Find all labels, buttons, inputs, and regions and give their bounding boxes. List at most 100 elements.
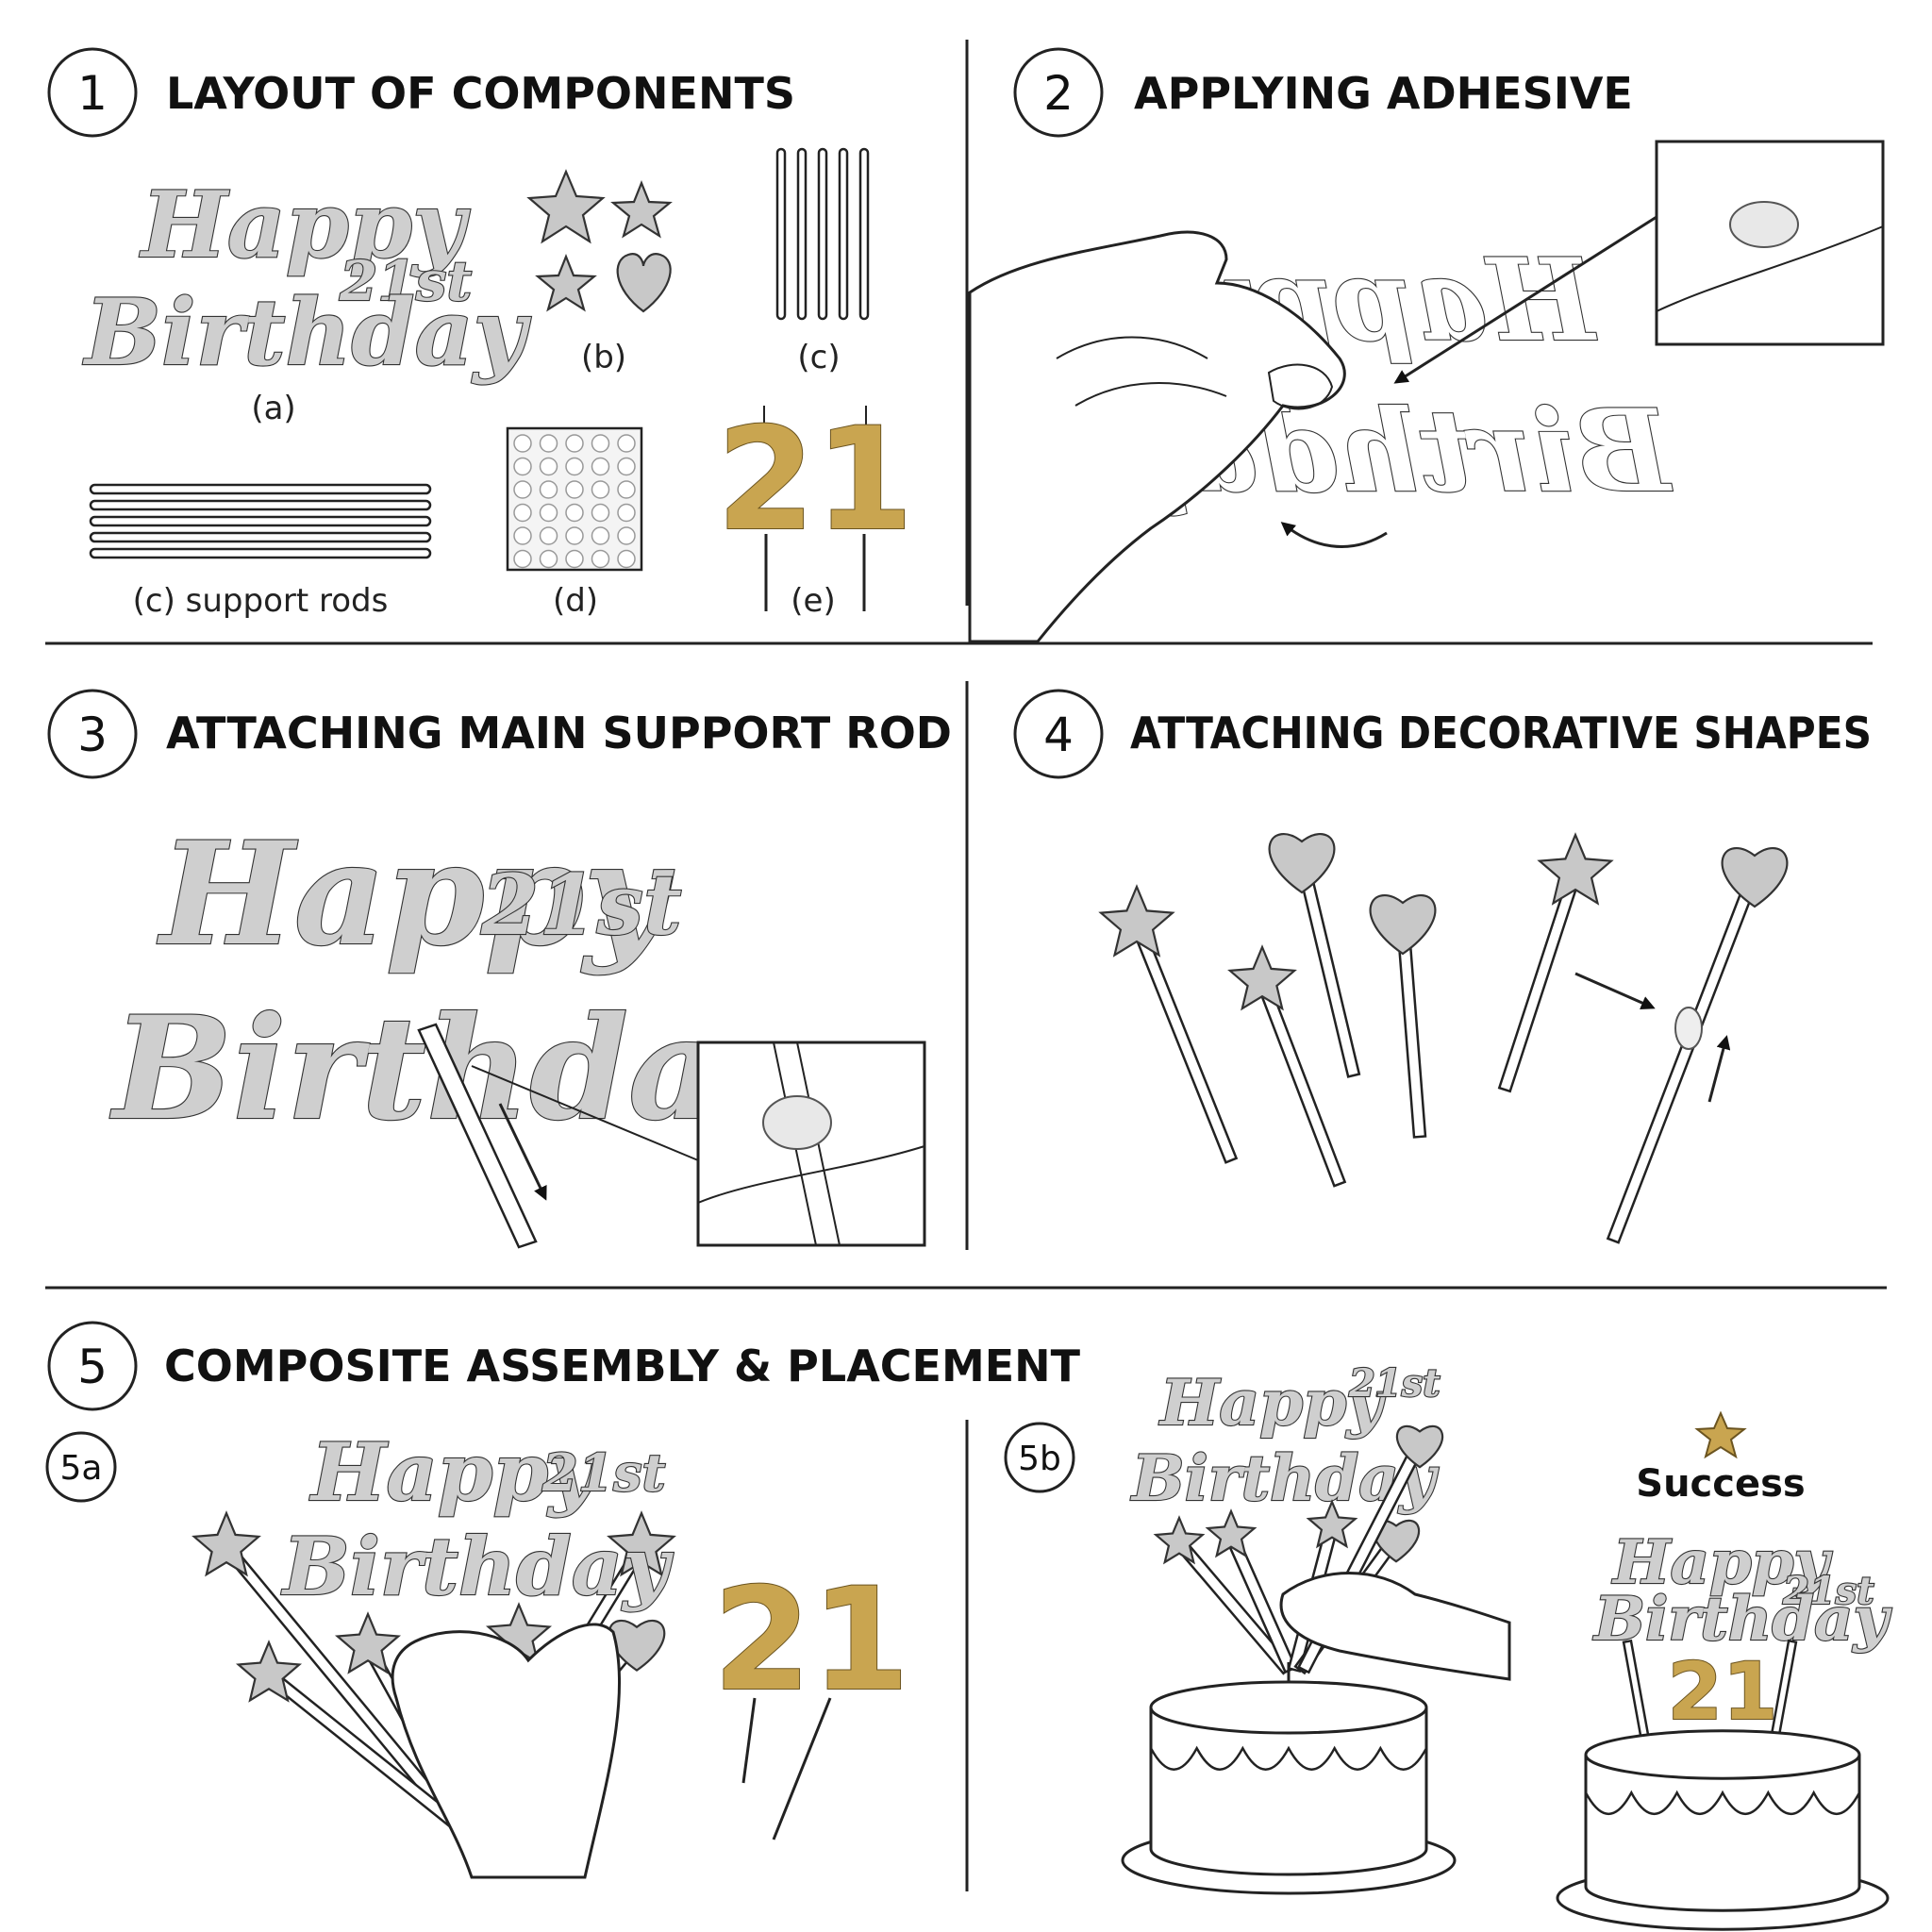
- step-3-illustration: Happy 21st Birthday: [108, 810, 926, 1249]
- adhesive-dot: [617, 480, 636, 499]
- star-shape: [535, 254, 597, 312]
- substep-5b-circle: [1004, 1422, 1075, 1493]
- step-1-header: 1 LAYOUT OF COMPONENTS: [47, 47, 795, 138]
- star-shape: [1098, 884, 1175, 958]
- topper-age-large: 21st: [480, 856, 682, 954]
- substep-5b-text: 5b: [1018, 1440, 1061, 1478]
- support-rod: [89, 515, 432, 527]
- cake: [1121, 1680, 1457, 1895]
- support-rod: [817, 147, 828, 321]
- step-3-header: 3 ATTACHING MAIN SUPPORT ROD: [47, 689, 952, 779]
- shape-stick: [1622, 1639, 1652, 1748]
- adhesive-dot: [617, 457, 636, 476]
- adhesive-dot-closeup: [1729, 201, 1799, 248]
- star-shape: [334, 1611, 402, 1674]
- adhesive-dot: [591, 434, 610, 453]
- heart-shape: [616, 253, 672, 313]
- adhesive-dot: [617, 549, 636, 569]
- shape-stick: [1497, 869, 1583, 1093]
- hand-holding-bouquet: [391, 1623, 622, 1879]
- step-4-title: ATTACHING DECORATIVE SHAPES: [1130, 708, 1872, 758]
- step-2-number-circle: [1013, 47, 1104, 138]
- component-c-rods-horizontal: (c) support rods: [89, 483, 432, 620]
- hand-outline: [968, 230, 1346, 643]
- support-rods-label: (c) support rods: [133, 582, 389, 620]
- success-label: Success: [1636, 1462, 1805, 1506]
- support-rod: [89, 547, 432, 559]
- adhesive-dot: [591, 503, 610, 523]
- cake-body: [1149, 1707, 1428, 1876]
- candle-number-21: 21: [713, 1558, 910, 1723]
- star-shape: [1537, 832, 1614, 906]
- topper-happy-text: Happy: [1611, 1527, 1832, 1598]
- decorated-cake: [1556, 1639, 1890, 1931]
- topper-birthday-text: Birthday: [1592, 1584, 1891, 1655]
- substep-5a-topper: Happy 21st Birthday: [280, 1424, 675, 1614]
- adhesive-dot: [591, 457, 610, 476]
- support-rod: [858, 147, 870, 321]
- step-2-title: APPLYING ADHESIVE: [1134, 68, 1633, 119]
- star-shape: [1306, 1499, 1358, 1549]
- adhesive-dot: [539, 503, 558, 523]
- hand-inserting: [1279, 1572, 1511, 1681]
- adhesive-dot: [591, 526, 610, 545]
- cake-body: [1584, 1755, 1861, 1912]
- step-4-arrows: [1574, 972, 1731, 1103]
- adhesive-dot: [591, 549, 610, 569]
- candle-spike: [741, 1697, 757, 1784]
- star-shape: [1227, 944, 1297, 1011]
- substep-5a-text: 5a: [60, 1449, 103, 1488]
- component-c-label: (c): [797, 339, 840, 376]
- cake-top: [1584, 1729, 1861, 1780]
- step-5-number-circle: [47, 1321, 138, 1411]
- shape-stick: [1606, 869, 1762, 1244]
- adhesive-dot: [565, 434, 584, 453]
- candle-number-21: 21: [1668, 1645, 1778, 1738]
- substep-5b-insertion: Happy 21st Birthday: [1121, 1360, 1511, 1895]
- adhesive-dot: [565, 480, 584, 499]
- substep-5b-label: 5b: [1004, 1422, 1075, 1493]
- cake-frosting-drip: [1584, 1790, 1861, 1816]
- inset-pointer-line: [471, 1065, 699, 1161]
- adhesive-dot: [617, 434, 636, 453]
- support-rod: [775, 147, 787, 321]
- step-3-number: 3: [77, 708, 108, 762]
- adhesive-dot: [513, 434, 532, 453]
- star-shape: [192, 1510, 261, 1577]
- topper-age-text: 21st: [1348, 1361, 1441, 1406]
- component-b-label: (b): [581, 339, 626, 376]
- component-a-topper: Happy 21st Birthday (a): [81, 171, 533, 427]
- substep-5a-circle: [45, 1431, 117, 1503]
- candle-number-21: 21: [717, 398, 914, 562]
- finger-line: [1074, 382, 1227, 407]
- adhesive-dot: [565, 503, 584, 523]
- adhesive-dot: [617, 503, 636, 523]
- adhesive-dot: [539, 457, 558, 476]
- step-1-number-circle: [47, 47, 138, 138]
- adhesive-dot: [591, 480, 610, 499]
- component-b-shapes: (b): [526, 169, 673, 376]
- thumb-nail: [1267, 363, 1334, 410]
- step-5-title: COMPOSITE ASSEMBLY & PLACEMENT: [164, 1341, 1081, 1391]
- support-rod: [838, 147, 849, 321]
- step-1-number: 1: [77, 66, 108, 121]
- adhesive-dot: [513, 549, 532, 569]
- support-rod: [89, 483, 432, 495]
- star-shape: [1153, 1515, 1206, 1565]
- inset-edge-curve: [697, 1145, 925, 1204]
- star-shape: [607, 1510, 676, 1577]
- component-c-rods-vertical: (c): [775, 147, 870, 376]
- step-4-header: 4 ATTACHING DECORATIVE SHAPES: [1013, 689, 1872, 779]
- star-shape: [610, 180, 673, 239]
- topper-birthday-text: Birthday: [1130, 1441, 1440, 1515]
- step-4-illustration: [1098, 832, 1789, 1244]
- topper-happy-text: Happy: [309, 1425, 599, 1519]
- step-3-title: ATTACHING MAIN SUPPORT ROD: [166, 708, 952, 758]
- rotate-arrow: [1280, 522, 1388, 548]
- adhesive-dot: [513, 503, 532, 523]
- heart-shape: [1268, 833, 1336, 894]
- adhesive-dot: [539, 480, 558, 499]
- adhesive-dot: [565, 526, 584, 545]
- attach-arrow: [1707, 1035, 1731, 1103]
